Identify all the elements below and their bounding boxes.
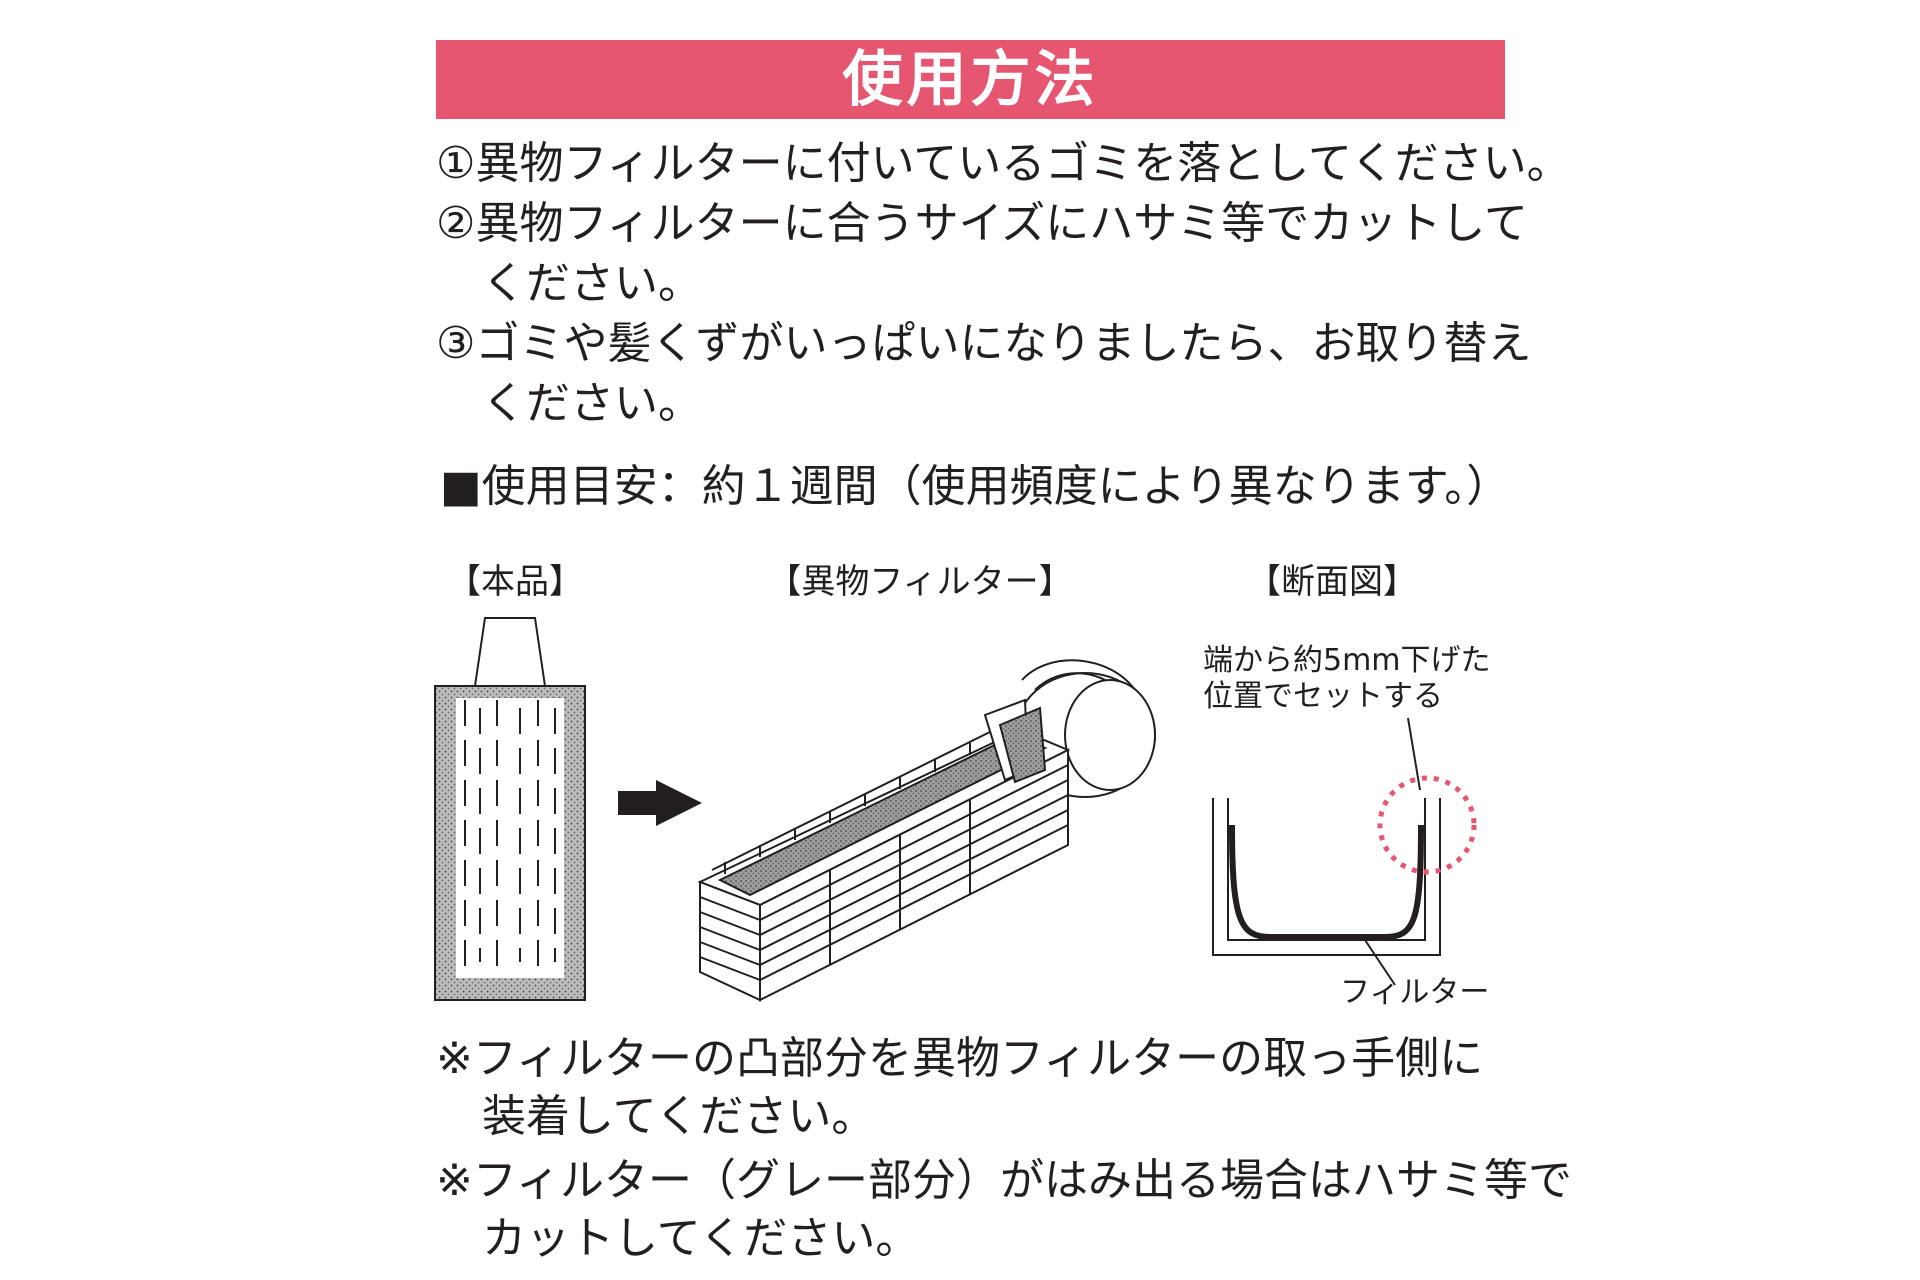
- filter-illustration: [697, 659, 1156, 1002]
- title-banner: 使用方法: [436, 40, 1505, 119]
- note-2: ※フィルター（グレー部分）がはみ出る場合はハサミ等で カットしてください。: [436, 1152, 1572, 1268]
- step-3: ③ゴミや髪くずがいっぱいになりましたら、お取り替え ください。: [436, 314, 1536, 434]
- note-1-line2: 装着してください。: [482, 1091, 876, 1142]
- product-label: 【本品】: [447, 562, 583, 602]
- notes: ※フィルターの凸部分を異物フィルターの取っ手側に 装着してください。 ※フィルタ…: [436, 1030, 1572, 1274]
- product-illustration: [434, 617, 586, 1001]
- note-2-line1: ※フィルター（グレー部分）がはみ出る場合はハサミ等で: [436, 1155, 1572, 1206]
- highlight-circle: [1377, 775, 1477, 875]
- note-2-line2: カットしてください。: [482, 1213, 920, 1264]
- step-3-line1: ③ゴミや髪くずがいっぱいになりましたら、お取り替え: [436, 318, 1532, 369]
- note-1-line1: ※フィルターの凸部分を異物フィルターの取っ手側に: [436, 1033, 1484, 1084]
- filter-callout: フィルター: [1340, 975, 1490, 1010]
- step-2: ②異物フィルターに合うサイズにハサミ等でカットして ください。: [436, 194, 1536, 314]
- section-note-line1: 端から約5mm下げた: [1203, 643, 1491, 678]
- note-1: ※フィルターの凸部分を異物フィルターの取っ手側に 装着してください。: [436, 1030, 1536, 1146]
- step-1: ①異物フィルターに付いているゴミを落としてください。: [436, 134, 1571, 194]
- page-title: 使用方法: [842, 44, 1099, 115]
- section-note-line2: 位置でセットする: [1203, 679, 1443, 714]
- instruction-steps: ①異物フィルターに付いているゴミを落としてください。 ②異物フィルターに合うサイ…: [436, 134, 1571, 434]
- arrow-icon: [618, 780, 702, 826]
- section-illustration: [1212, 717, 1477, 986]
- step-2-line2: ください。: [482, 258, 702, 309]
- step-1-line1: ①異物フィルターに付いているゴミを落としてください。: [436, 138, 1571, 189]
- step-2-line1: ②異物フィルターに合うサイズにハサミ等でカットして: [436, 198, 1528, 249]
- filter-label: 【異物フィルター】: [767, 562, 1073, 602]
- section-label: 【断面図】: [1247, 562, 1417, 602]
- usage-guide: ■使用目安：約１週間（使用頻度により異なります。）: [440, 461, 1511, 512]
- step-3-line2: ください。: [482, 378, 702, 429]
